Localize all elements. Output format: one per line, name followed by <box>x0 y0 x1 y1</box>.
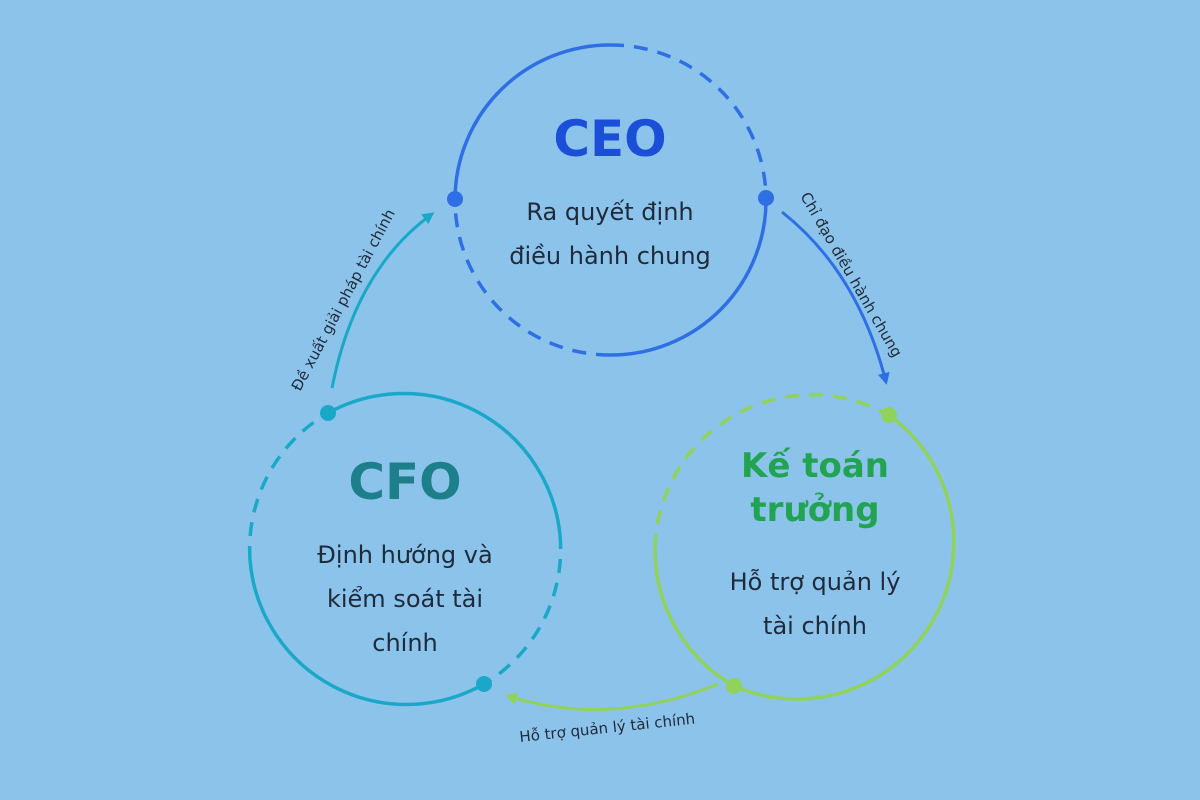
label-cfo-to-ceo: Đề xuất giải pháp tài chính <box>288 206 399 394</box>
accountant-title: Kế toán trưởng <box>700 444 930 532</box>
accountant-title-line2: trưởng <box>750 490 880 530</box>
ceo-desc-line2: điều hành chung <box>509 242 711 270</box>
accountant-desc-line1: Hỗ trợ quản lý <box>729 568 901 596</box>
cfo-description: Định hướng và kiểm soát tài chính <box>270 533 540 665</box>
arrow-ceo-to-accountant <box>781 210 890 385</box>
ceo-title: CEO <box>553 110 667 168</box>
cfo-circle <box>247 391 563 707</box>
accountant-top-dot <box>881 407 897 423</box>
cfo-bottom-dot <box>476 676 492 692</box>
accountant-title-line1: Kế toán <box>740 446 889 486</box>
arrow-cfo-to-ceo <box>330 212 435 389</box>
accountant-left-dot <box>726 678 742 694</box>
ceo-left-dot <box>447 191 463 207</box>
label-accountant-to-cfo: Hỗ trợ quản lý tài chính <box>519 710 696 746</box>
cfo-title: CFO <box>348 453 462 511</box>
accountant-desc-line2: tài chính <box>763 612 867 640</box>
cfo-desc-line3: chính <box>372 629 438 657</box>
ceo-circle <box>447 43 774 357</box>
cfo-desc-line1: Định hướng và <box>317 541 493 569</box>
ceo-desc-line1: Ra quyết định <box>526 198 694 226</box>
cfo-desc-line2: kiểm soát tài <box>326 585 484 613</box>
ceo-right-dot <box>758 190 774 206</box>
label-ceo-to-accountant: Chỉ đạo điều hành chung <box>797 189 906 360</box>
accountant-circle <box>653 393 956 701</box>
accountant-description: Hỗ trợ quản lý tài chính <box>680 560 950 648</box>
cfo-top-dot <box>320 405 336 421</box>
ceo-description: Ra quyết định điều hành chung <box>480 190 740 278</box>
arrow-accountant-to-cfo <box>505 682 719 711</box>
